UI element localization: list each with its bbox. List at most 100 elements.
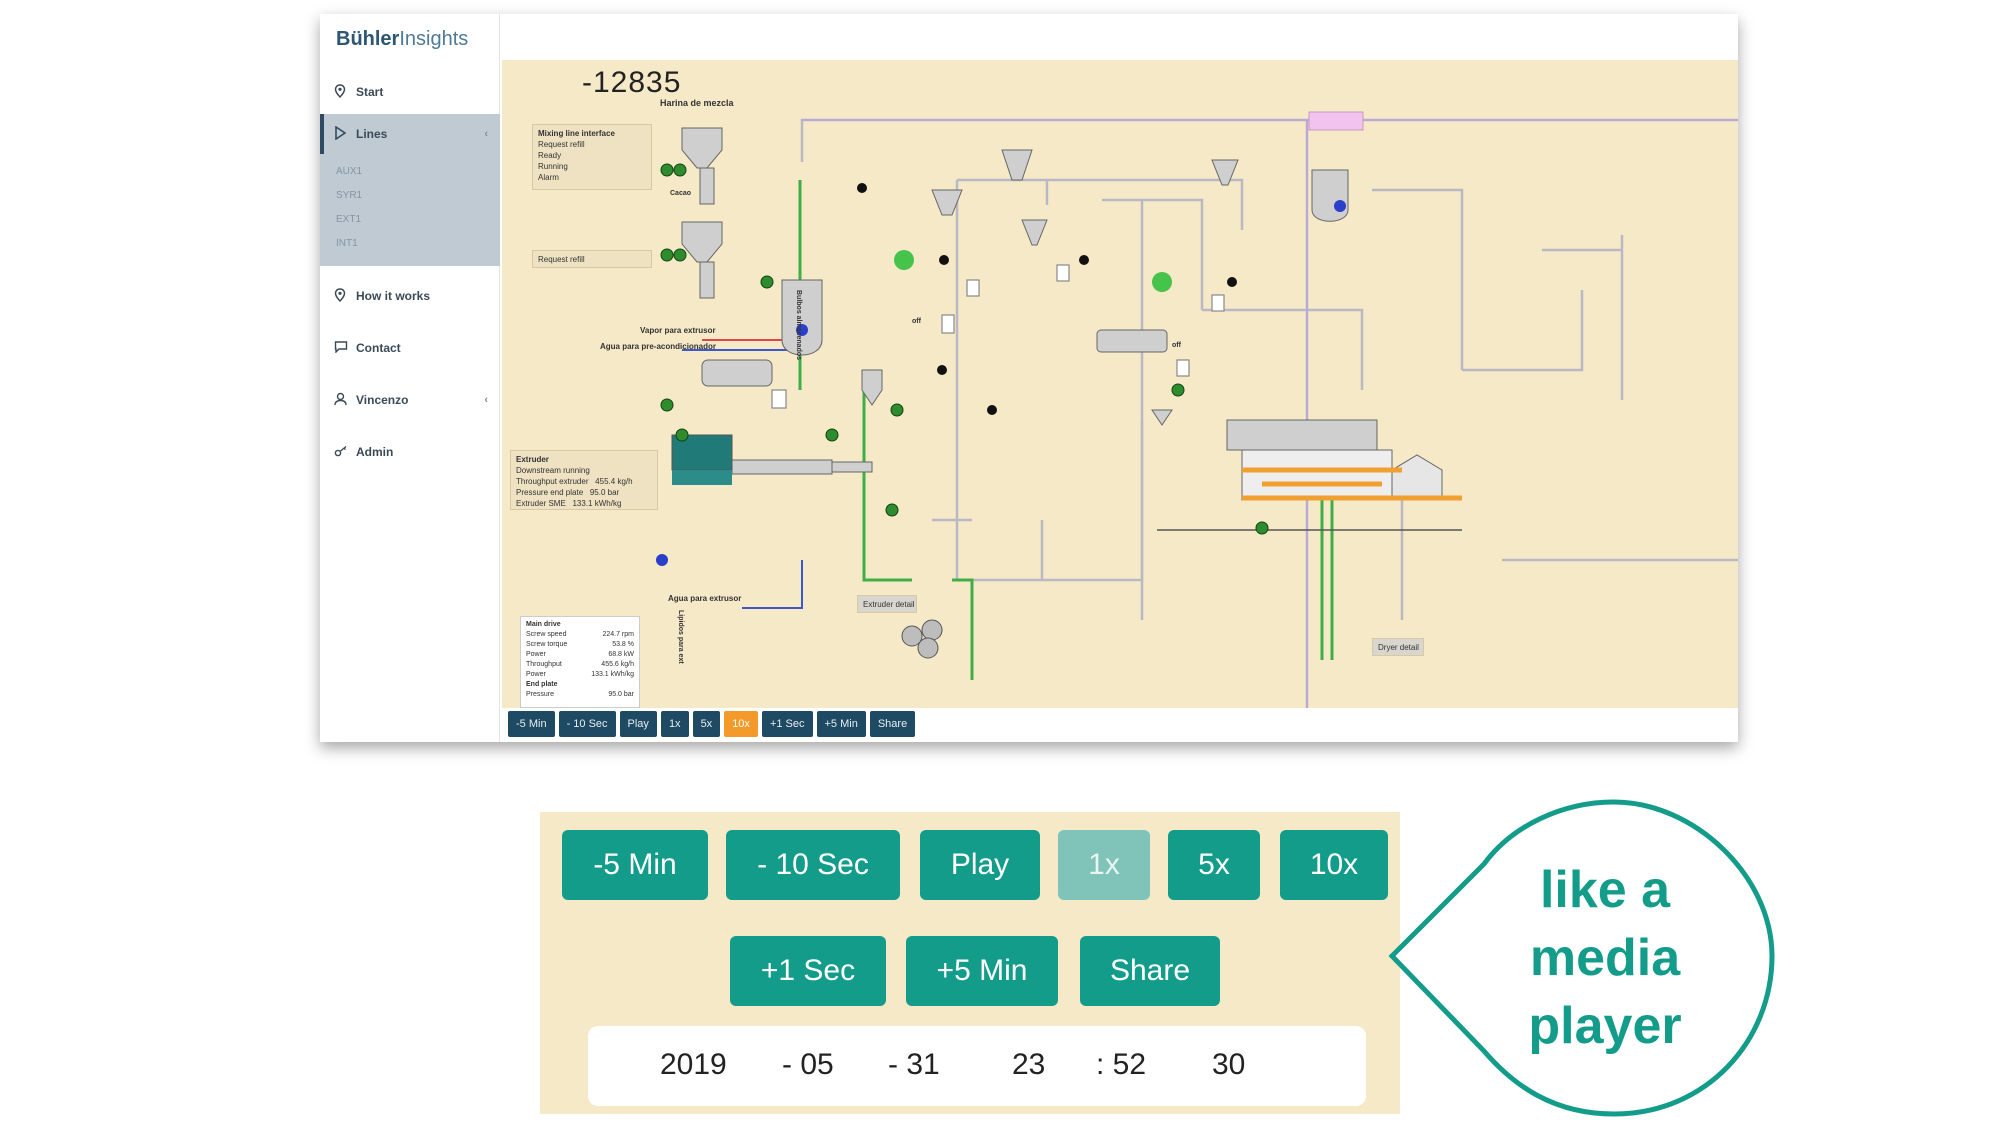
label-off-2: off [1172, 342, 1181, 349]
main-drive-label: Power [526, 671, 546, 678]
dryer-detail-label: Dryer detail [1378, 643, 1419, 652]
process-diagram: -12835 [502, 60, 1738, 708]
extruder-row-value: 133.1 [572, 499, 593, 508]
main-drive-row: Power 133.1 kWh/kg [526, 670, 634, 680]
playback-toolbar: -5 Min - 10 Sec Play 1x 5x 10x +1 Sec +5… [508, 708, 916, 740]
timestamp-day: - 31 [888, 1048, 940, 1081]
submenu-item[interactable]: AUX1 [336, 166, 363, 177]
sidebar-item-lines[interactable]: Lines ‹ [320, 114, 500, 154]
mixing-panel-row: Request refill [538, 140, 585, 149]
extruder-row: Pressure end plate 95.0 bar [516, 487, 652, 498]
sidebar-item-contact[interactable]: Contact [320, 328, 500, 368]
extruder-detail-button[interactable]: Extruder detail [857, 595, 917, 613]
extruder-row: Downstream running [516, 465, 652, 476]
sidebar-item-label: Admin [356, 445, 394, 459]
mixing-panel-row: Running [538, 162, 568, 171]
extruder-row-label: Extruder SME [516, 499, 566, 508]
plus-5-min-button[interactable]: +5 Min [906, 936, 1058, 1006]
extruder-row-unit: bar [607, 488, 620, 497]
submenu-item[interactable]: INT1 [336, 238, 358, 249]
submenu-item[interactable]: EXT1 [336, 214, 362, 225]
request-refill-label: Request refill [538, 255, 585, 264]
mini-plus-1-sec-button[interactable]: +1 Sec [761, 711, 813, 737]
location-pin-icon [334, 287, 356, 305]
mixing-panel-row: Alarm [538, 173, 559, 182]
main-drive-row: Screw speed 224.7 rpm [526, 630, 634, 640]
mini-play-button[interactable]: Play [619, 711, 657, 737]
chat-icon [334, 340, 356, 356]
sidebar-item-label: Contact [356, 341, 401, 355]
minus-10-sec-button[interactable]: - 10 Sec [726, 830, 900, 900]
counter-value: -12835 [582, 66, 682, 99]
bubble-line-1: like a [1539, 861, 1671, 919]
sidebar-item-label: Vincenzo [356, 393, 409, 407]
extruder-row-label: Throughput extruder [516, 477, 589, 486]
app-screenshot: BühlerInsights Start Lines ‹ AUX1 SYR1 E… [320, 14, 1738, 742]
sidebar-item-start[interactable]: Start [320, 72, 500, 112]
end-plate-title: End plate [526, 681, 558, 688]
brand-name: Bühler [336, 28, 400, 50]
extruder-row-label: Downstream running [516, 466, 590, 475]
plus-1-sec-button[interactable]: +1 Sec [730, 936, 886, 1006]
mixing-panel: Mixing line interface Request refill Rea… [532, 124, 652, 190]
speed-10x-button[interactable]: 10x [1280, 830, 1388, 900]
label-lipidos: Lipidos para ext [677, 610, 684, 664]
main-drive-label: Pressure [526, 691, 555, 698]
mini-speed-10x-button[interactable]: 10x [724, 711, 758, 737]
user-icon [334, 392, 356, 409]
request-refill-panel[interactable]: Request refill [532, 250, 652, 268]
timestamp-second: 30 [1212, 1048, 1246, 1081]
key-icon [334, 444, 356, 460]
extruder-row-unit: kg/h [617, 477, 633, 486]
mini-speed-1x-button[interactable]: 1x [660, 711, 689, 737]
brand-suffix: Insights [399, 28, 469, 50]
label-agua-ext: Agua para extrusor [668, 594, 742, 603]
main-drive-label: Throughput [526, 661, 562, 668]
extruder-panel-title: Extruder [516, 455, 549, 464]
main-drive-value: 95.0 bar [608, 691, 634, 698]
sidebar-item-how-it-works[interactable]: How it works [320, 276, 500, 316]
main-drive-row: Throughput 455.6 kg/h [526, 660, 634, 670]
sidebar: BühlerInsights Start Lines ‹ AUX1 SYR1 E… [320, 14, 500, 742]
plant-schematic [656, 111, 1738, 708]
bubble-text: like a media player [1505, 856, 1705, 1060]
minus-5-min-button[interactable]: -5 Min [562, 830, 708, 900]
mini-share-button[interactable]: Share [869, 711, 916, 737]
share-button[interactable]: Share [1080, 936, 1220, 1006]
speed-1x-button[interactable]: 1x [1058, 830, 1150, 900]
extruder-row-unit: kWh/kg [594, 499, 622, 508]
sidebar-item-user[interactable]: Vincenzo ‹ [320, 380, 500, 420]
extruder-panel: Extruder Downstream running Throughput e… [510, 450, 658, 510]
label-off-1: off [912, 318, 921, 325]
dryer-detail-button[interactable]: Dryer detail [1372, 638, 1424, 656]
main-drive-value: 455.6 kg/h [601, 661, 634, 668]
mini-plus-5-min-button[interactable]: +5 Min [816, 711, 866, 737]
timestamp-month: - 05 [782, 1048, 834, 1081]
mini-minus-10-sec-button[interactable]: - 10 Sec [558, 711, 616, 737]
speed-5x-button[interactable]: 5x [1168, 830, 1260, 900]
sidebar-item-admin[interactable]: Admin [320, 432, 500, 472]
media-controls-panel: -5 Min - 10 Sec Play 1x 5x 10x +1 Sec +5… [540, 812, 1400, 1114]
mini-minus-5-min-button[interactable]: -5 Min [508, 711, 555, 737]
main-drive-row: Screw torque 53.8 % [526, 640, 634, 650]
main-drive-label: Screw torque [526, 641, 568, 648]
mixing-panel-title: Mixing line interface [538, 129, 615, 138]
label-vapor: Vapor para extrusor [640, 326, 716, 335]
mini-speed-5x-button[interactable]: 5x [692, 711, 721, 737]
play-button[interactable]: Play [920, 830, 1040, 900]
extruder-row: Throughput extruder 455.4 kg/h [516, 476, 652, 487]
bubble-line-2: media [1529, 929, 1681, 987]
timestamp-year: 2019 [660, 1048, 727, 1081]
main-drive-row: Pressure 95.0 bar [526, 690, 634, 700]
timestamp-minute: : 52 [1096, 1048, 1147, 1081]
brand-logo: BühlerInsights [336, 28, 468, 51]
submenu-item[interactable]: SYR1 [336, 190, 363, 201]
sidebar-item-label: Start [356, 85, 384, 99]
bubble-line-3: player [1528, 997, 1682, 1055]
main-drive-label: Screw speed [526, 631, 567, 638]
main-drive-value: 68.8 kW [608, 651, 634, 658]
label-cacao: Cacao [670, 190, 692, 197]
timestamp-display[interactable]: 2019 - 05 - 31 23 : 52 30 [588, 1026, 1366, 1106]
timestamp-hour: 23 [1012, 1048, 1046, 1081]
extruder-detail-label: Extruder detail [863, 600, 915, 609]
